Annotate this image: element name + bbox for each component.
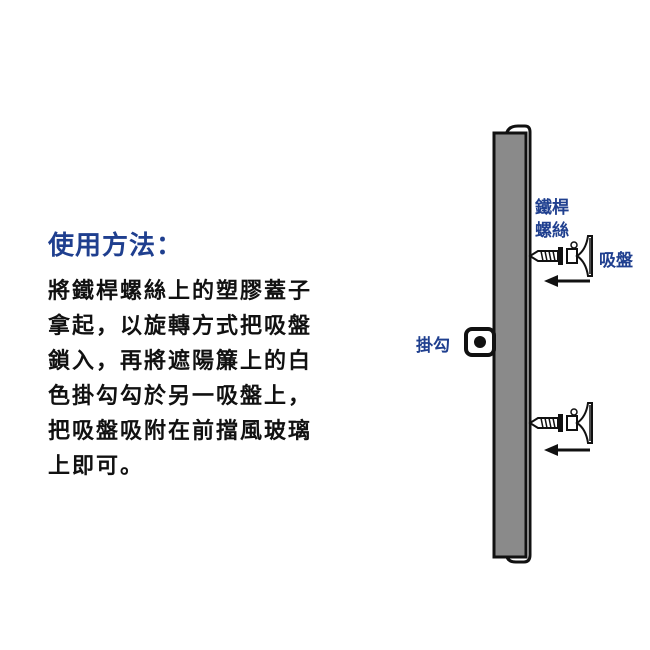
screw-upper (528, 247, 563, 265)
hook (464, 327, 496, 357)
sunshade-rod (492, 131, 528, 559)
arrow-upper (544, 275, 590, 287)
instruction-line: 色掛勾勾於另一吸盤上， (48, 384, 313, 409)
instruction-line: 鎖入，再將遮陽簾上的白 (48, 349, 313, 374)
label-hook: 掛勾 (416, 335, 450, 356)
sunshade-frame (504, 124, 532, 564)
instruction-line: 上即可。 (48, 454, 145, 479)
suction-cup-upper (566, 235, 593, 277)
instruction-line: 拿起，以旋轉方式把吸盤 (48, 314, 313, 339)
label-screw-line2: 螺絲 (535, 220, 569, 241)
arrow-lower (544, 444, 590, 456)
instructions-body: 將鐵桿螺絲上的塑膠蓋子 拿起，以旋轉方式把吸盤 鎖入，再將遮陽簾上的白 色掛勾勾… (48, 274, 388, 484)
instructions-title: 使用方法： (48, 231, 184, 261)
label-screw-line1: 鐵桿 (535, 197, 569, 218)
instructions-panel: 使用方法： 將鐵桿螺絲上的塑膠蓋子 拿起，以旋轉方式把吸盤 鎖入，再將遮陽簾上的… (48, 228, 388, 484)
instruction-line: 把吸盤吸附在前擋風玻璃 (48, 419, 313, 444)
suction-cup-lower (566, 402, 593, 444)
screw-lower (528, 414, 563, 432)
label-suction-cup: 吸盤 (599, 250, 634, 271)
instruction-line: 將鐵桿螺絲上的塑膠蓋子 (48, 279, 313, 304)
